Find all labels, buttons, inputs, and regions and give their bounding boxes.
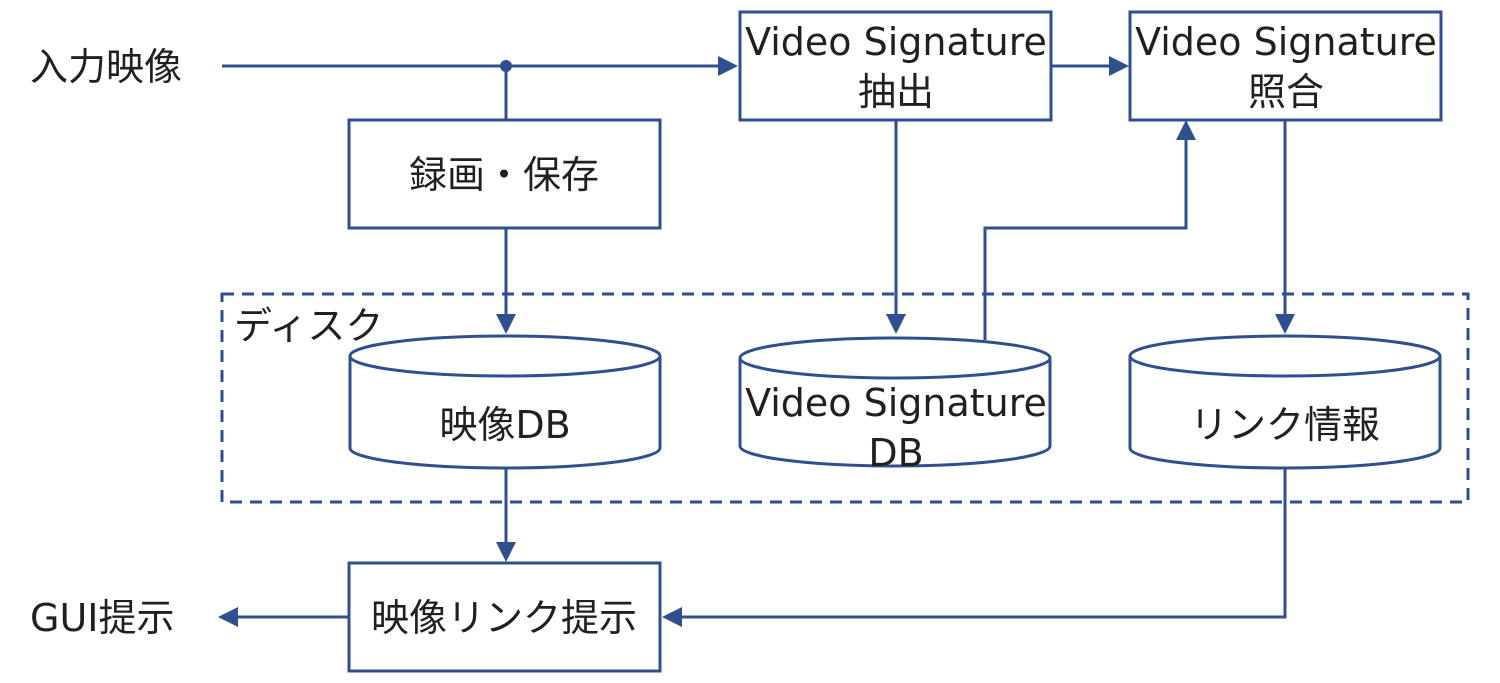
disk-container [220,292,1470,504]
link-info-label: リンク情報 [1190,403,1380,447]
link-info-cylinder [1128,334,1442,470]
sigdb-to-match-line [983,136,1188,340]
gui-present-label: GUI提示 [30,596,174,640]
arrow-to-video-db [496,314,516,334]
video-db-label: 映像DB [439,403,570,447]
signature-db-label-line2: DB [868,431,923,475]
arrow-to-signature-db [886,314,906,334]
match-label-line2: 照合 [1248,70,1324,114]
signature-match-box [1128,10,1443,122]
arrow-to-link-present [496,542,516,562]
arrow-sigdb-to-match [1176,120,1196,140]
arrow-to-extract [718,56,738,76]
extract-label-line1: Video Signature [745,20,1047,64]
extract-label-line2: 抽出 [858,70,934,114]
link-present-label: 映像リンク提示 [371,596,637,640]
link-present-box [347,561,662,673]
arrow-to-match [1109,56,1129,76]
arrow-linkinfo-to-present [662,607,682,627]
linkinfo-to-present-line [680,468,1287,619]
disk-label: ディスク [234,304,383,348]
match-label-line1: Video Signature [1135,20,1437,64]
arrow-to-gui [218,607,238,627]
video-db-cylinder [348,334,662,470]
arrow-to-link-info [1275,314,1295,334]
input-video-label: 入力映像 [30,45,182,89]
record-save-label: 録画・保存 [409,153,599,197]
signature-db-label-line1: Video Signature [745,381,1047,425]
record-save-box [347,118,662,230]
signature-db-cylinder [738,336,1052,468]
